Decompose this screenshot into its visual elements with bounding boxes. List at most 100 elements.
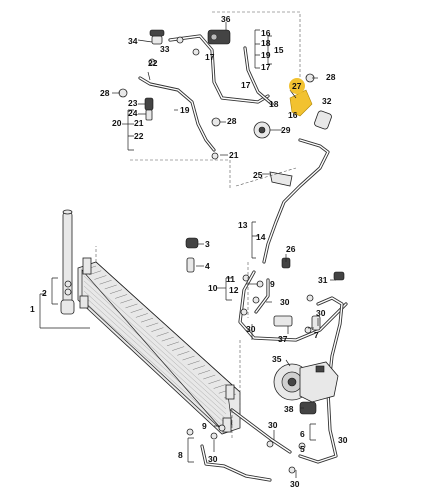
callout-28-c: 28 (227, 116, 237, 126)
valve-block-36[interactable] (207, 29, 231, 45)
pressure-sensor-3[interactable] (185, 237, 199, 249)
condenser-fin (161, 336, 174, 342)
condenser-fin (99, 279, 112, 285)
cap-32[interactable] (314, 110, 333, 130)
callout-37: 37 (278, 334, 288, 344)
callout-16: 16 (261, 28, 271, 38)
bracket-27[interactable] (289, 89, 313, 117)
callout-22: 22 (148, 58, 158, 68)
condenser-fin (115, 294, 128, 299)
callout-17: 17 (261, 62, 271, 72)
compressor[interactable] (273, 361, 339, 403)
callout-18: 18 (261, 38, 271, 48)
callout-20: 20 (112, 118, 122, 128)
callout-9-b: 9 (202, 421, 207, 431)
condenser-fin (197, 370, 211, 375)
valve-24[interactable] (145, 109, 153, 121)
callout-17-b: 17 (205, 52, 215, 62)
callout-16-b: 16 (288, 110, 298, 120)
condenser-fin (146, 322, 159, 328)
callout-30: 30 (280, 297, 290, 307)
condenser-fin (104, 284, 117, 290)
condenser-tube (83, 295, 227, 425)
condenser-fin (166, 341, 180, 347)
expansion-valve-29[interactable] (253, 121, 271, 139)
condenser-fin (208, 379, 221, 385)
clip-37[interactable] (273, 315, 293, 327)
callout-8: 8 (178, 450, 183, 460)
callout-5: 5 (300, 444, 305, 454)
callout-30-d: 30 (268, 420, 278, 430)
callout-26: 26 (286, 244, 296, 254)
callout-30-e: 30 (208, 454, 218, 464)
callout-4: 4 (205, 261, 210, 271)
callout-34: 34 (128, 36, 138, 46)
condenser-fin (151, 327, 164, 332)
callout-27: 27 (292, 81, 302, 91)
callout-38: 38 (284, 404, 294, 414)
callout-9: 9 (270, 279, 275, 289)
small-parts (64, 36, 315, 474)
callout-30-b: 30 (246, 324, 256, 334)
callout-36: 36 (221, 14, 231, 24)
condenser-fin (140, 317, 154, 323)
condenser-fin (135, 313, 148, 318)
callout-21-b: 21 (229, 150, 239, 160)
callout-11: 11 (226, 274, 235, 284)
callout-29: 29 (281, 125, 291, 135)
bracket-25[interactable] (269, 171, 293, 187)
condenser-fin (172, 346, 185, 351)
condenser-fin (213, 384, 226, 389)
condenser-tube (83, 275, 227, 405)
condenser-bracket-left (79, 257, 92, 309)
condenser-tube (83, 290, 227, 420)
callout-28-b: 28 (326, 72, 336, 82)
valve-4[interactable] (186, 257, 195, 273)
condenser-fin (120, 298, 133, 304)
callout-1: 1 (30, 304, 35, 314)
callout-24: 24 (128, 108, 138, 118)
leader-lines (39, 22, 336, 478)
callout-35: 35 (272, 354, 282, 364)
callout-15: 15 (274, 45, 284, 55)
condenser-fin (109, 289, 123, 294)
callout-14: 14 (256, 232, 266, 242)
callout-32: 32 (322, 96, 332, 106)
condenser-fin (130, 308, 143, 313)
callout-30-g: 30 (338, 435, 348, 445)
callout-30-c: 30 (316, 308, 326, 318)
callout-18-b: 18 (269, 99, 279, 109)
callout-6: 6 (300, 429, 305, 439)
callout-21: 21 (134, 118, 144, 128)
callout-27-highlight (289, 78, 305, 94)
service-valve-33[interactable] (149, 29, 165, 45)
callout-3: 3 (205, 239, 210, 249)
callout-33: 33 (160, 44, 170, 54)
callout-19: 19 (261, 50, 271, 60)
condenser-tube (83, 285, 227, 415)
condenser-fin (125, 303, 138, 309)
condenser-fin (192, 365, 205, 370)
callout-12: 12 (229, 285, 239, 295)
callout-25: 25 (253, 170, 263, 180)
callout-2: 2 (42, 288, 47, 298)
condenser-fin (203, 374, 216, 380)
bolt-31[interactable] (333, 271, 345, 281)
condenser-fin (156, 332, 169, 337)
condenser[interactable] (77, 261, 241, 435)
callout-22-b: 22 (134, 131, 144, 141)
callout-23: 23 (128, 98, 138, 108)
callout-31: 31 (318, 275, 328, 285)
callout-19-b: 19 (180, 105, 190, 115)
condenser-fin (94, 275, 107, 280)
callout-17-c: 17 (241, 80, 251, 90)
callout-13: 13 (238, 220, 248, 230)
condenser-fin (182, 355, 195, 361)
condenser-fin (177, 351, 190, 356)
assembly-lines (95, 11, 301, 440)
callout-7: 7 (314, 330, 319, 340)
receiver-drier[interactable] (60, 209, 75, 315)
sensor-23[interactable] (144, 97, 154, 111)
callout-labels: 36 34 33 16 18 19 17 15 17 22 17 28 27 2… (30, 14, 348, 489)
